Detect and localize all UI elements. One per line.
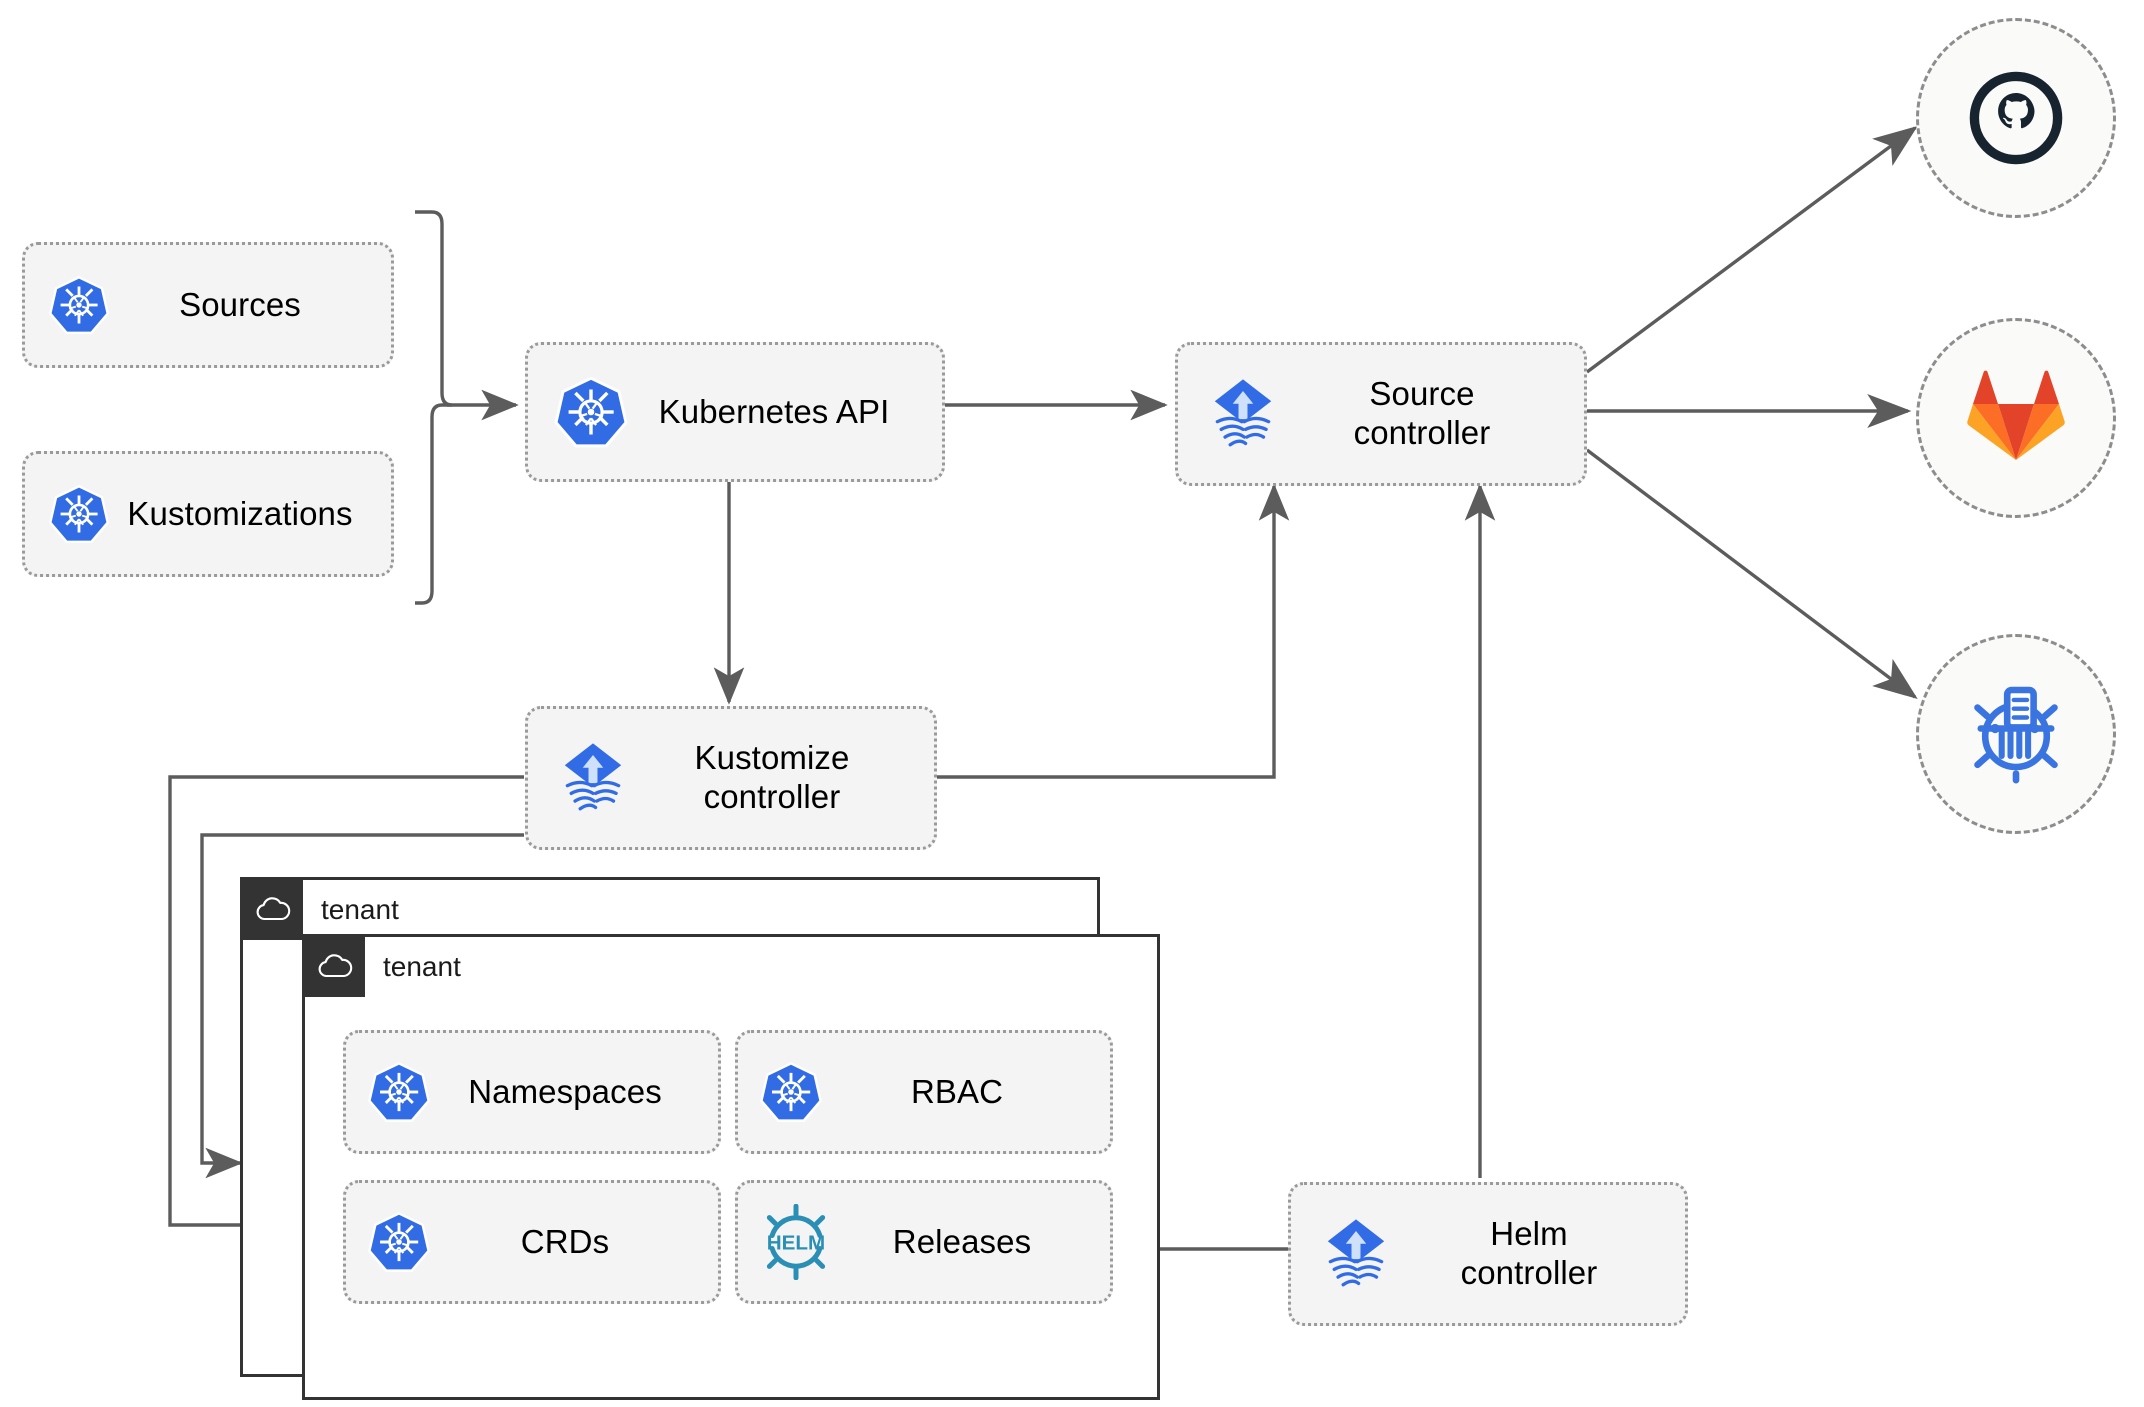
kubernetes-icon xyxy=(47,482,111,546)
tenant-panel-front[interactable]: tenant xyxy=(302,934,1160,1400)
kubernetes-icon xyxy=(47,273,111,337)
github-icon xyxy=(1964,66,2068,170)
tenant-label: tenant xyxy=(321,894,399,925)
tenant-resource-label: Namespaces xyxy=(468,1072,662,1110)
kubernetes-icon xyxy=(552,373,630,451)
helm-repository-icon xyxy=(1961,679,2071,789)
resource-label: Kustomizations xyxy=(127,494,353,532)
flux-icon xyxy=(1315,1213,1397,1295)
node-label: Helm controller xyxy=(1460,1215,1598,1291)
resource-box-sources[interactable]: Sources xyxy=(22,242,394,368)
svg-text:HELM: HELM xyxy=(767,1232,825,1255)
node-kubernetes-api[interactable]: Kubernetes API xyxy=(525,342,945,482)
kubernetes-icon xyxy=(758,1059,824,1125)
external-github[interactable] xyxy=(1916,18,2116,218)
tenant-resource-namespaces[interactable]: Namespaces xyxy=(343,1030,721,1154)
node-label: Kustomize controller xyxy=(694,739,850,815)
helm-icon: HELM xyxy=(758,1204,834,1280)
flux-icon xyxy=(552,737,634,819)
kubernetes-icon xyxy=(366,1209,432,1275)
external-helm-repository[interactable] xyxy=(1916,634,2116,834)
node-source-controller[interactable]: Source controller xyxy=(1175,342,1587,486)
tenant-header: tenant xyxy=(243,880,399,940)
resource-label: Sources xyxy=(179,285,301,323)
node-label: Source controller xyxy=(1353,375,1491,451)
resource-box-kustomizations[interactable]: Kustomizations xyxy=(22,451,394,577)
tenant-resource-crds[interactable]: CRDs xyxy=(343,1180,721,1304)
flux-icon xyxy=(1202,373,1284,455)
tenant-label: tenant xyxy=(383,951,461,982)
external-gitlab[interactable] xyxy=(1916,318,2116,518)
tenant-resource-rbac[interactable]: RBAC xyxy=(735,1030,1113,1154)
cloud-icon xyxy=(243,880,303,940)
tenant-resource-releases[interactable]: HELM Releases xyxy=(735,1180,1113,1304)
kubernetes-icon xyxy=(366,1059,432,1125)
node-helm-controller[interactable]: Helm controller xyxy=(1288,1182,1688,1326)
tenant-resource-label: Releases xyxy=(892,1222,1032,1260)
node-kustomize-controller[interactable]: Kustomize controller xyxy=(525,706,937,850)
tenant-header: tenant xyxy=(305,937,461,997)
gitlab-icon xyxy=(1964,368,2068,468)
node-label: Kubernetes API xyxy=(658,392,890,430)
tenant-resource-label: CRDs xyxy=(520,1222,610,1260)
tenant-resource-label: RBAC xyxy=(910,1072,1004,1110)
cloud-icon xyxy=(305,937,365,997)
